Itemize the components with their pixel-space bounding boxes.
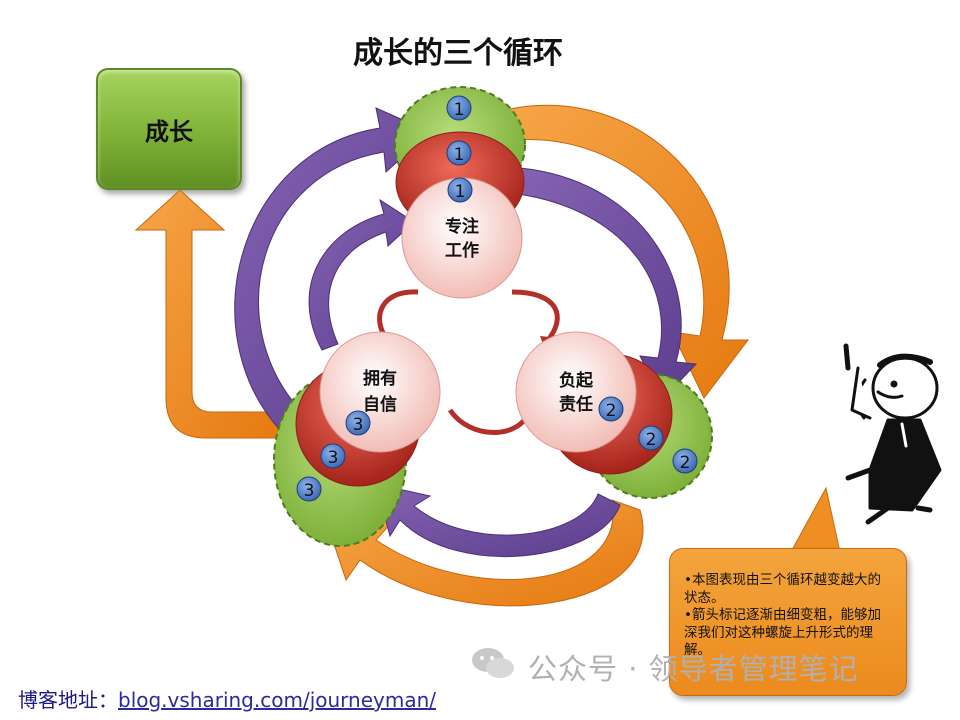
blog-address-prefix: 博客地址：: [18, 688, 118, 712]
node-right-line1: 负起: [559, 370, 594, 391]
badge-top-2: 1: [454, 145, 465, 165]
node-left-line2: 自信: [363, 394, 397, 415]
badge-left-3: 3: [304, 481, 315, 501]
node-left-line1: 拥有: [363, 368, 397, 389]
diagram-title: 成长的三个循环: [353, 36, 563, 71]
presenter-figure: [843, 343, 942, 525]
badge-top-3: 1: [455, 182, 466, 202]
note-line-1: •本图表现由三个循环越变越大的状态。: [684, 572, 881, 606]
badge-right-3: 2: [680, 453, 691, 473]
note-line-2: •箭头标记逐渐由细变粗，能够加深我们对这种螺旋上升形式的理解。: [684, 607, 881, 658]
blog-address: 博客地址：blog.vsharing.com/journeyman/: [18, 684, 436, 713]
badge-top-1: 1: [454, 100, 465, 120]
growth-box: 成长: [96, 68, 242, 190]
badge-right-1: 2: [606, 401, 617, 421]
outer-orange-arrows: [325, 104, 750, 607]
growth-arrow: [134, 189, 283, 439]
node-top-line1: 专注: [445, 216, 479, 237]
note-callout: [669, 548, 907, 696]
badge-left-2: 3: [328, 448, 339, 468]
badges-left: 3 3 3: [296, 410, 371, 502]
note-text: •本图表现由三个循环越变越大的状态。 •箭头标记逐渐由细变粗，能够加深我们对这种…: [684, 572, 892, 660]
badge-right-2: 2: [646, 430, 657, 450]
callout-tail: [791, 486, 841, 553]
badges-top: 1 1 1: [446, 95, 473, 203]
inner-purple-arrows: [308, 198, 415, 351]
blog-url-link[interactable]: blog.vsharing.com/journeyman/: [118, 688, 436, 712]
node-right-line2: 责任: [559, 394, 593, 415]
badge-left-1: 3: [353, 415, 364, 435]
badges-right: 2 2 2: [598, 396, 698, 474]
growth-label: 成长: [145, 117, 193, 146]
wechat-icon: [472, 648, 514, 678]
node-top-line2: 工作: [445, 240, 479, 261]
watermark-text: 公众号 · 领导者管理笔记: [528, 652, 859, 686]
